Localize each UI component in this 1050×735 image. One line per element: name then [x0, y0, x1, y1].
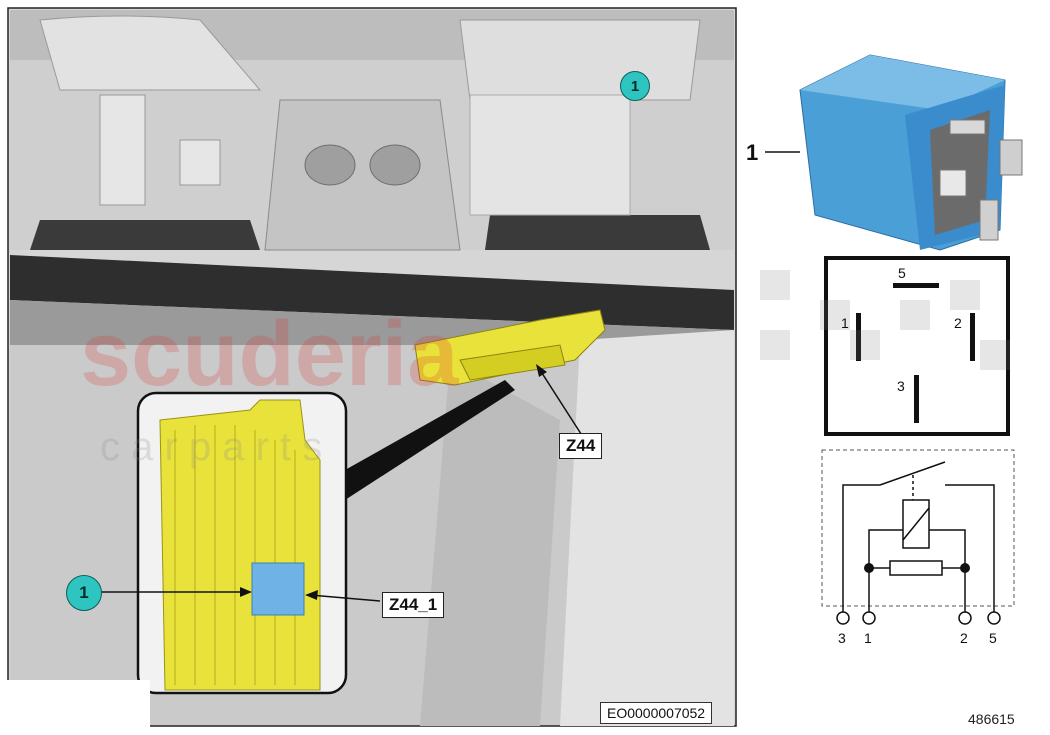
- pinout-pin-2: 2: [954, 315, 962, 331]
- part-marker-inset: 1: [66, 575, 102, 611]
- watermark-text: scuderia: [80, 303, 459, 405]
- connector-label-z44-1: Z44_1: [382, 592, 445, 618]
- part-marker-inset-number: 1: [79, 583, 89, 602]
- image-code: EO0000007052: [600, 702, 713, 724]
- pinout-pin-1: 1: [841, 315, 849, 331]
- schematic-pin-label: 5: [989, 630, 997, 646]
- part-marker-photo: 1: [620, 71, 650, 101]
- schematic-pin-label: 1: [864, 630, 872, 646]
- schematic-pin-label: 3: [838, 630, 846, 646]
- part-marker-photo-number: 1: [630, 77, 640, 95]
- pinout-pin-3: 3: [897, 378, 905, 394]
- relay-part-number: 1: [746, 140, 759, 165]
- pinout-pin-5: 5: [898, 265, 906, 281]
- schematic-pin-label: 2: [960, 630, 968, 646]
- watermark-subtext: c a r p a r t s: [100, 425, 322, 469]
- connector-label-z44: Z44: [559, 433, 603, 459]
- drawing-number: 486615: [968, 711, 1015, 727]
